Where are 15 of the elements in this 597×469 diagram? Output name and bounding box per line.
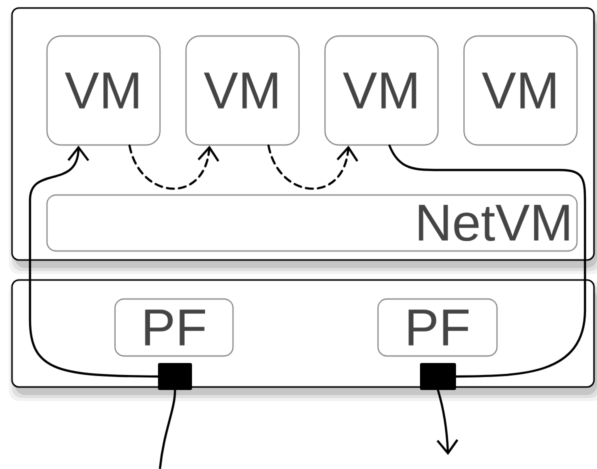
rounded-box: VM	[46, 35, 161, 146]
rounded-box: NetVM	[46, 194, 578, 252]
rounded-box: PF	[377, 298, 498, 357]
port-square	[158, 363, 192, 390]
port-square	[420, 363, 456, 390]
dashed-arrow	[128, 144, 220, 190]
arrow	[436, 389, 458, 455]
rounded-box: VM	[463, 35, 578, 146]
line	[158, 389, 176, 469]
line	[388, 144, 586, 378]
dashed-arrow	[267, 144, 358, 190]
rounded-box: PF	[114, 298, 234, 357]
rounded-box: VM	[324, 35, 439, 146]
rounded-box: VM	[185, 35, 300, 146]
arrow	[28, 146, 159, 378]
